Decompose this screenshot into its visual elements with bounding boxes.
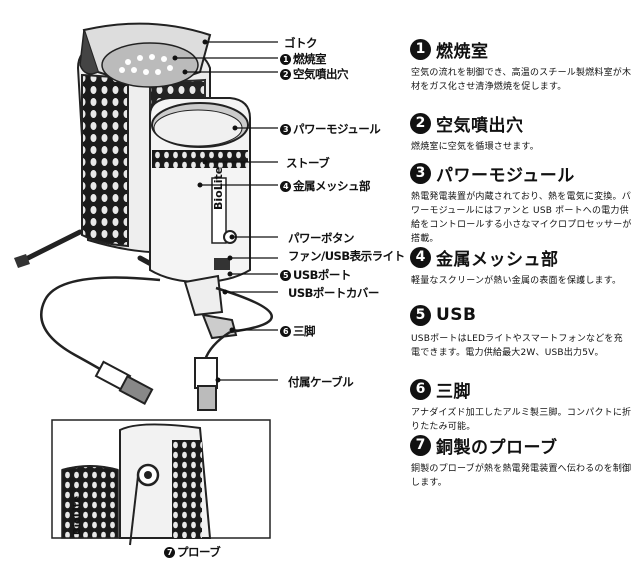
label-stove: ストーブ <box>286 156 330 170</box>
number-badge: 7 <box>410 434 431 456</box>
svg-text:BioLite: BioLite <box>72 496 83 536</box>
label-fan-light: ファン/USB表示ライト <box>288 249 405 263</box>
label-cable: 付属ケーブル <box>288 375 354 389</box>
label-power-button: パワーボタン <box>288 231 355 245</box>
section-title: 三脚 <box>436 381 471 402</box>
section-title: USB <box>436 305 477 325</box>
section-title: 金属メッシュ部 <box>436 249 559 270</box>
number-badge: 4 <box>410 246 431 268</box>
section-desc: 銅製のプローブが熱を熱電発電装置へ伝わるのを制御します。 <box>411 464 632 488</box>
number-badge: 2 <box>410 112 431 134</box>
label-grate: ゴトク <box>284 36 318 50</box>
combustion-chamber <box>79 22 212 88</box>
brand-logo: BioLite <box>212 167 225 210</box>
probe-inset <box>51 419 271 546</box>
section-desc: 燃焼室に空気を循環させます。 <box>411 142 539 152</box>
section-desc: USBポートはLEDライトやスマートフォンなどを充電できます。電力供給最大2W、… <box>411 334 623 358</box>
number-badge: 3 <box>410 162 431 184</box>
section-desc: アナダイズド加工したアルミ製三脚。コンパクトに折りたたみ可能。 <box>411 408 632 432</box>
section-title: 銅製のプローブ <box>436 437 558 458</box>
power-module <box>149 97 251 284</box>
label-usb-cover: USBポートカバー <box>288 286 379 300</box>
section-title: パワーモジュール <box>436 165 575 186</box>
section-title: 燃焼室 <box>436 41 489 62</box>
section-title: 空気噴出穴 <box>436 115 524 136</box>
section-desc: 空気の流れを制御でき、高温のスチール製燃料室が木材をガス化させ清浄燃焼を促します… <box>411 68 632 92</box>
number-badge: 5 <box>410 304 431 326</box>
section-desc: 熱電発電装置が内蔵されており、熱を電気に変換。パワーモジュールにはファンと US… <box>411 192 632 244</box>
number-badge: 1 <box>410 38 431 60</box>
section-desc: 軽量なスクリーンが熱い金属の表面を保護します。 <box>411 276 622 286</box>
number-badge: 6 <box>410 378 431 400</box>
